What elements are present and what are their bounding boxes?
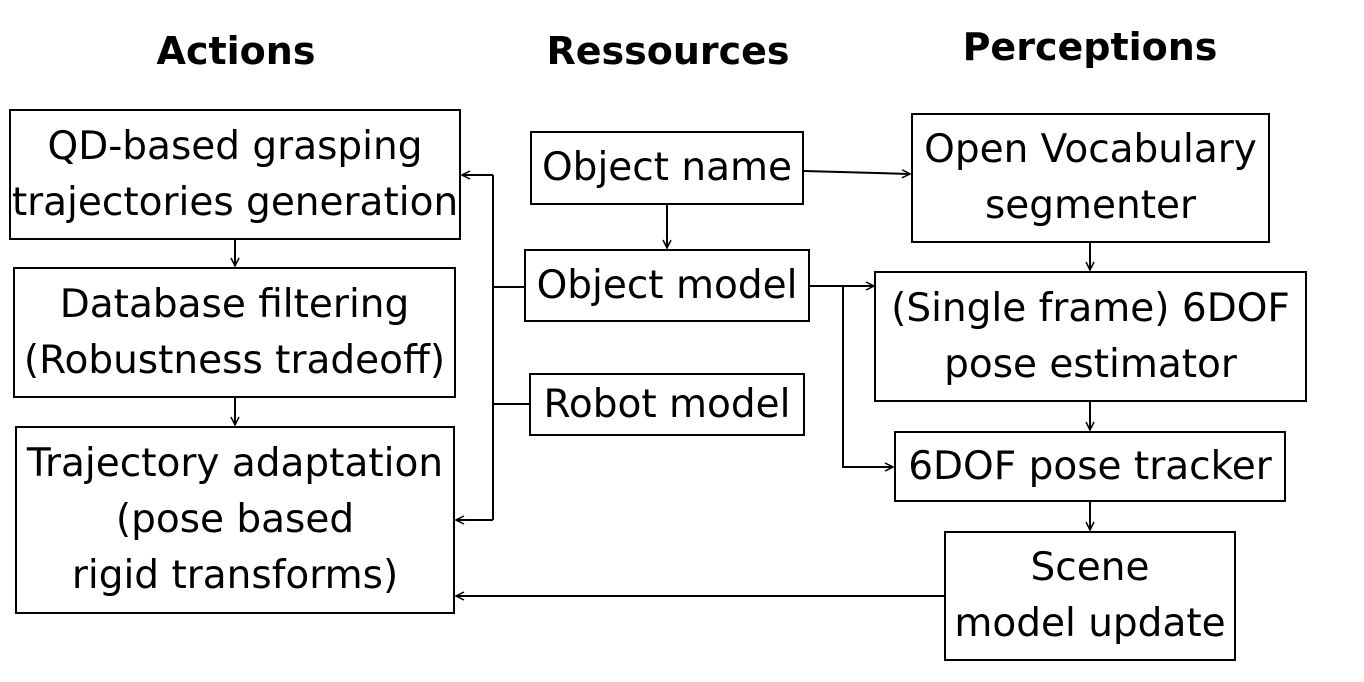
box-line: Scene [1030,545,1150,590]
open-vocabulary-segmenter-box: Open Vocabulary segmenter [911,113,1270,243]
box-line: Open Vocabulary [924,127,1257,172]
object-name-box: Object name [530,131,804,205]
box-line: pose estimator [944,341,1237,387]
resources-header: Ressources [546,29,790,73]
box-line: trajectories generation [11,179,459,225]
object-model-box: Object model [524,249,810,322]
pose-estimator-box: (Single frame) 6DOF pose estimator [874,271,1307,402]
box-line: rigid transforms) [71,553,399,598]
box-line: 6DOF pose tracker [908,443,1272,489]
perceptions-header: Perceptions [962,25,1218,69]
box-line: (Robustness tradeoff) [23,337,446,383]
box-line: Database filtering [59,281,410,327]
pose-tracker-box: 6DOF pose tracker [894,431,1286,502]
qd-grasping-box: QD-based grasping trajectories generatio… [9,109,461,240]
robot-model-box: Robot model [529,373,805,436]
box-line: Object model [536,262,798,308]
scene-model-update-box: Scene model update [944,531,1236,661]
box-line: (pose based [115,497,355,542]
arrow-name-to-segmenter [803,171,910,174]
box-line: model update [954,601,1226,646]
box-line: QD-based grasping [47,123,423,169]
box-line: (Single frame) 6DOF [891,285,1290,331]
box-line: Object name [541,145,792,190]
box-line: Trajectory adaptation [26,441,444,486]
database-filtering-box: Database filtering (Robustness tradeoff) [13,267,456,398]
box-line: segmenter [984,183,1197,228]
actions-header: Actions [156,29,316,73]
trajectory-adaptation-box: Trajectory adaptation (pose based rigid … [15,426,455,614]
arrow-model-to-tracker [842,286,893,467]
box-line: Robot model [543,381,791,427]
